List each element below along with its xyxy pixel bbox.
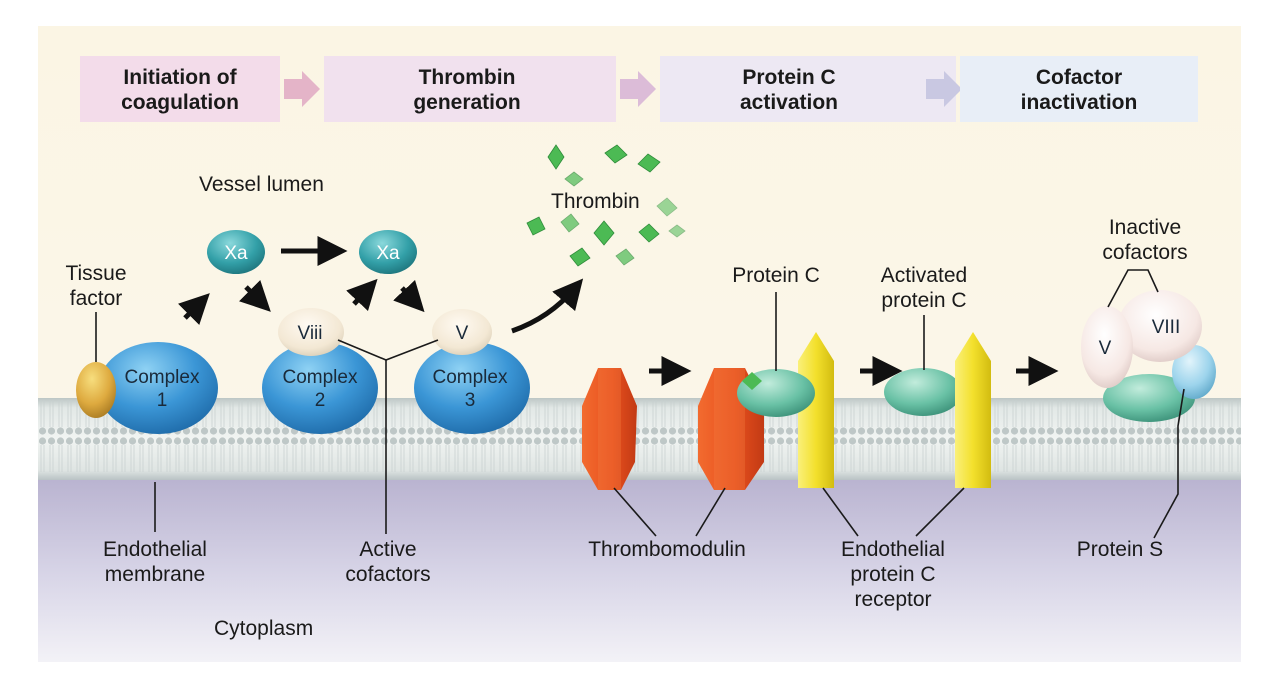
- protein-c-label: Protein C: [732, 264, 820, 287]
- stage-4-box: [960, 56, 1198, 122]
- complex-3: Complex 3: [414, 342, 530, 434]
- endothelial-membrane-label-1: Endothelial: [103, 538, 207, 561]
- tissue-factor-label-2: factor: [70, 287, 123, 310]
- thrombin-particle: [593, 220, 615, 246]
- stage-1-line1: Initiation of: [123, 66, 237, 89]
- stage-2-box: [324, 56, 616, 122]
- stage-arrow-2: [620, 71, 656, 107]
- thrombin-particle: [569, 247, 591, 267]
- protein-c-inactivating: [1103, 374, 1195, 422]
- complex-1: Complex 1: [98, 342, 218, 434]
- stage-3-box: [660, 56, 956, 122]
- stage-2-line1: Thrombin: [419, 66, 516, 89]
- thrombin-particle: [615, 248, 635, 266]
- active-cofactors-label-1: Active: [359, 538, 416, 561]
- tissue-factor: [76, 362, 116, 418]
- xa-2-label: Xa: [376, 243, 400, 264]
- stage-arrow-3: [926, 71, 962, 107]
- thrombin-label: Thrombin: [551, 190, 640, 213]
- stage-3-line2: activation: [740, 91, 838, 114]
- thrombin-cluster: [526, 144, 686, 267]
- thrombomodulin-1: [582, 368, 637, 490]
- complex-1-number: 1: [157, 390, 168, 411]
- viii-small-label: Viii: [298, 323, 323, 344]
- thrombin-particle: [668, 224, 686, 238]
- thrombin-particle: [604, 144, 628, 164]
- arrow-xa1-to-complex2: [239, 280, 271, 312]
- protein-s-label: Protein S: [1077, 538, 1163, 561]
- thrombin-particle: [638, 223, 660, 243]
- epcr-label-1: Endothelial: [841, 538, 945, 561]
- v-big-label: V: [1099, 338, 1112, 359]
- arrow-xa2-to-complex3: [393, 279, 425, 313]
- epcr-label-3: receptor: [854, 588, 931, 611]
- v-small-label: V: [456, 323, 469, 344]
- thrombin-particle: [564, 171, 584, 187]
- stage-1-box: [80, 56, 280, 122]
- activated-pc-label-1: Activated: [881, 264, 967, 287]
- cofactor-viii-active: Viii: [278, 308, 344, 356]
- thrombomodulin-leader-1: [613, 487, 657, 537]
- endothelial-membrane-label-2: membrane: [105, 563, 205, 586]
- stage-banner: Initiation of coagulation Thrombin gener…: [80, 56, 1198, 122]
- arrow-to-thrombin: [511, 278, 584, 334]
- tissue-factor-label-1: Tissue: [65, 262, 126, 285]
- protein-s-leader: [1153, 388, 1185, 539]
- stage-2-line2: generation: [413, 91, 520, 114]
- protein-s: [1172, 345, 1216, 399]
- endothelial-membrane-layer: [38, 398, 1241, 480]
- cofactor-v-active: V: [432, 309, 492, 355]
- complex-2-word: Complex: [283, 367, 358, 388]
- cofactor-viii-inactive: [1118, 290, 1202, 362]
- arrow-complex1-to-xa1: [178, 293, 210, 325]
- thrombin-bound-particle: [742, 372, 762, 390]
- epcr-leader-1: [822, 487, 859, 537]
- cytoplasm-region: [38, 478, 1241, 662]
- stage-4-line2: inactivation: [1021, 91, 1138, 114]
- epcr-leader-2: [915, 487, 965, 537]
- thrombin-particle: [637, 153, 661, 173]
- epcr-1: [798, 332, 834, 488]
- arrow-complex2-to-xa2: [346, 278, 378, 312]
- thrombomodulin-leader-2: [695, 487, 726, 537]
- epcr-2: [955, 332, 991, 488]
- complex-2-number: 2: [315, 390, 326, 411]
- activated-protein-c: [884, 368, 962, 416]
- thrombin-particle: [560, 213, 580, 233]
- epcr-label-2: protein C: [850, 563, 935, 586]
- complex-2: Complex 2: [262, 342, 378, 434]
- xa-pathway-arrows: [178, 236, 425, 325]
- complex-1-word: Complex: [125, 367, 200, 388]
- stage-3-line1: Protein C: [742, 66, 835, 89]
- inactive-cofactors-leader: [1107, 269, 1159, 308]
- inactivation-complex: V VIII: [1081, 290, 1216, 422]
- activated-pc-label-2: protein C: [881, 289, 966, 312]
- thrombin-particle: [656, 197, 678, 217]
- vessel-lumen-label: Vessel lumen: [199, 173, 324, 196]
- complex-3-number: 3: [465, 390, 476, 411]
- protein-c-bound: [737, 369, 815, 417]
- active-cofactors-label-2: cofactors: [345, 563, 430, 586]
- viii-big-label: VIII: [1152, 317, 1181, 338]
- cytoplasm-label: Cytoplasm: [214, 617, 313, 640]
- cofactor-v-inactive: [1081, 306, 1133, 388]
- factor-xa-2: Xa: [359, 230, 417, 274]
- coagulation-diagram: Initiation of coagulation Thrombin gener…: [38, 26, 1241, 662]
- stage-4-line1: Cofactor: [1036, 66, 1122, 89]
- xa-1-label: Xa: [224, 243, 248, 264]
- thrombomodulin-label: Thrombomodulin: [588, 538, 746, 561]
- stage-1-line2: coagulation: [121, 91, 239, 114]
- complex-3-word: Complex: [433, 367, 508, 388]
- factor-xa-1: Xa: [207, 230, 265, 274]
- thrombin-particle: [526, 216, 546, 236]
- inactive-cofactors-label-2: cofactors: [1102, 241, 1187, 264]
- thrombin-particle: [547, 144, 565, 170]
- inactive-cofactors-label-1: Inactive: [1109, 216, 1181, 239]
- stage-arrow-1: [284, 71, 320, 107]
